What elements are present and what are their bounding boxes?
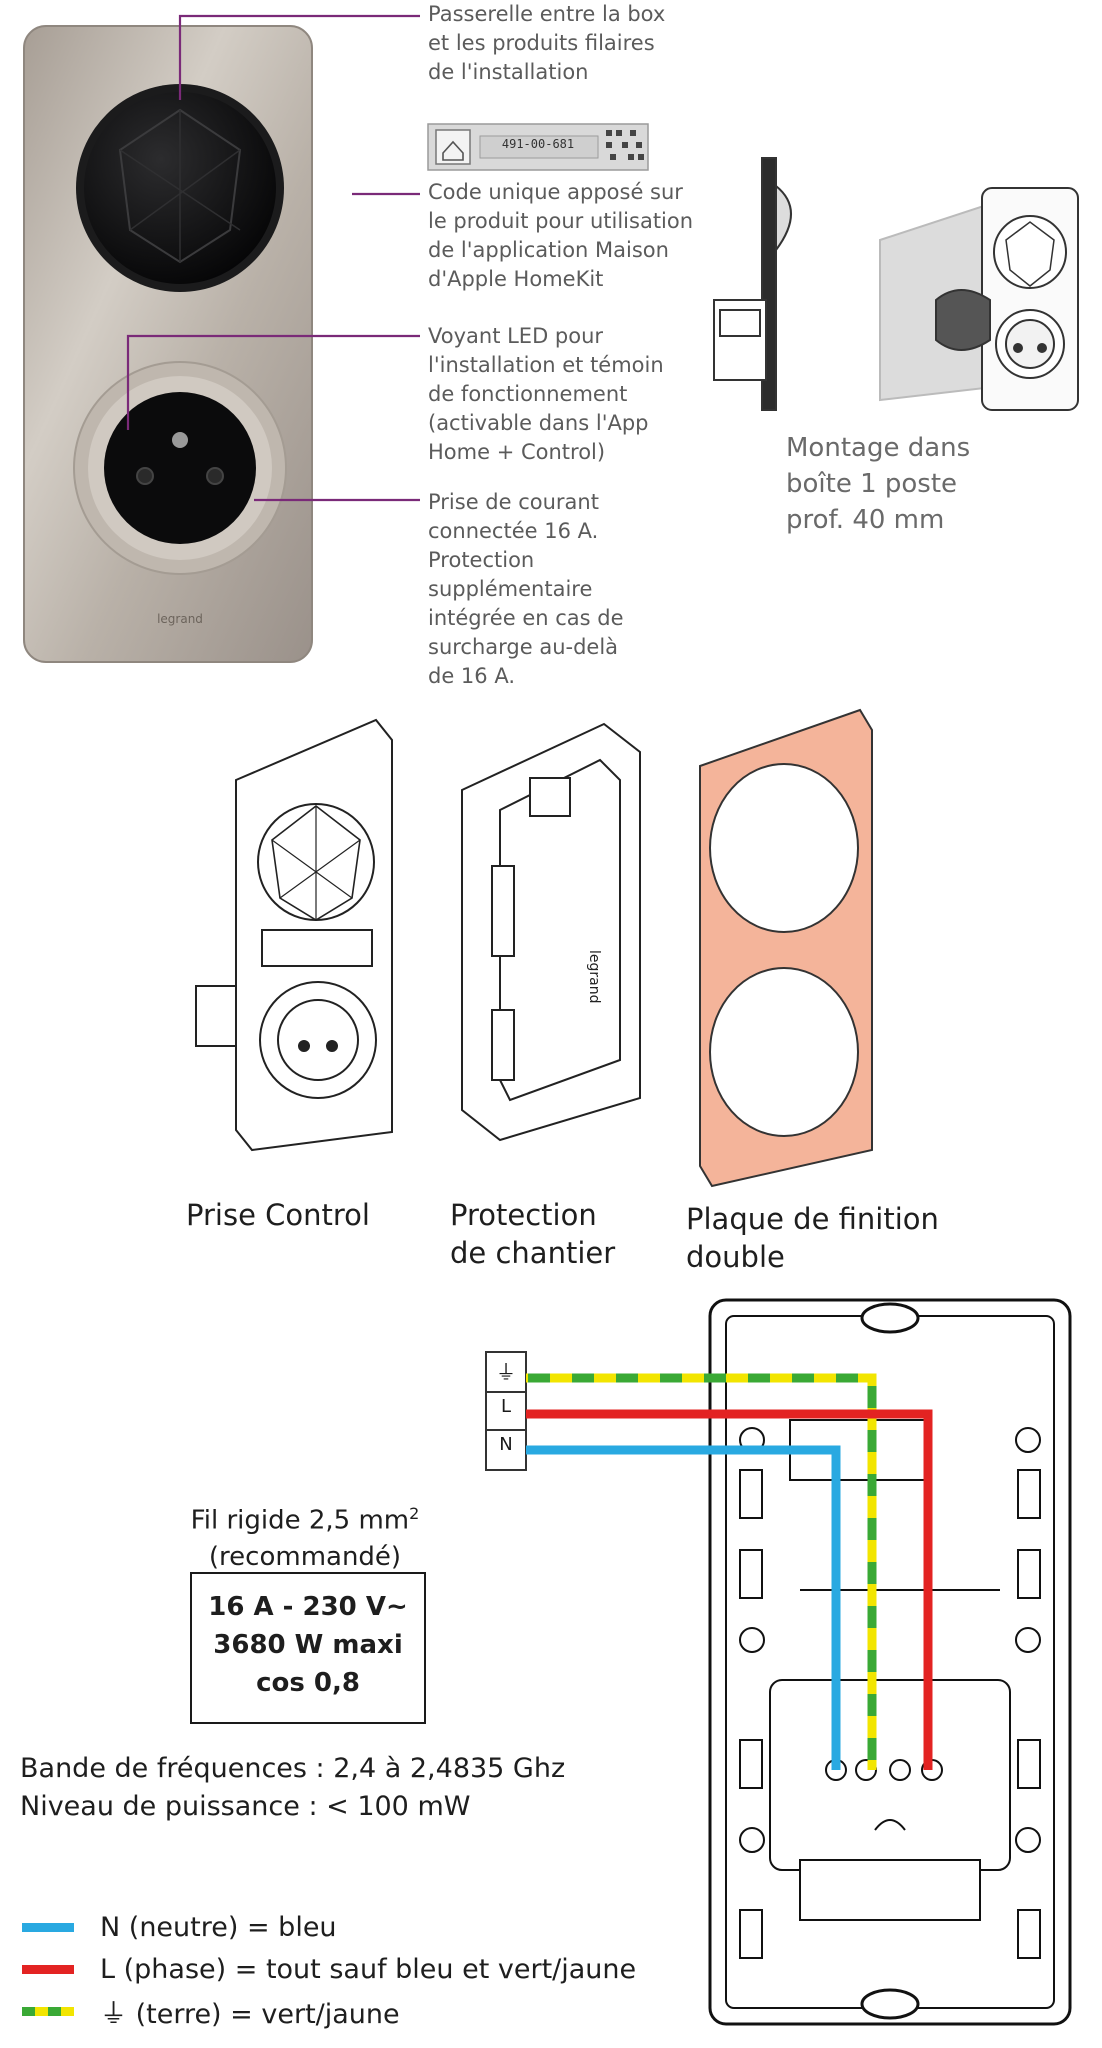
callout-led: Voyant LED pour l'installation et témoin… — [428, 324, 664, 464]
spec-power: 3680 W maxi — [213, 1630, 403, 1660]
legend-phase: L (phase) = tout sauf bleu et vert/jaune — [22, 1952, 636, 1986]
electrical-spec-box: 16 A - 230 V~ 3680 W maxi cos 0,8 — [190, 1572, 426, 1724]
device-wiring-back — [708, 1298, 1072, 2026]
spec-current-voltage: 16 A - 230 V~ — [208, 1592, 408, 1622]
wire-spec-note: (recommandé) — [208, 1541, 402, 1572]
component-protection-chantier: legrand — [461, 722, 641, 1142]
callout-leaders — [126, 14, 420, 502]
terminal-earth: ⏚ — [496, 1360, 516, 1384]
label-plaque-finition: Plaque de finition double — [686, 1202, 939, 1274]
wire-phase — [526, 1409, 933, 1770]
legend-neutral: N (neutre) = bleu — [22, 1910, 337, 1944]
component-prise-control — [195, 718, 393, 1152]
legend-phase-text: L (phase) = tout sauf bleu et vert/jaune — [100, 1953, 637, 1985]
brand-logo-text: legrand — [157, 612, 203, 626]
wire-neutral — [526, 1445, 841, 1770]
spec-cos: cos 0,8 — [256, 1668, 360, 1698]
component-plaque-finition — [699, 708, 873, 1188]
radio-power: Niveau de puissance : < 100 mW — [20, 1791, 471, 1822]
terminal-phase: L — [500, 1396, 512, 1417]
callout-socket: Prise de courant connectée 16 A. Protect… — [428, 490, 624, 688]
legend-swatch-blue — [22, 1922, 74, 1932]
label-prise-control: Prise Control — [186, 1198, 370, 1232]
legend-earth: ⏚ (terre) = vert/jaune — [22, 1994, 400, 2030]
legend-swatch-green-yellow — [22, 2006, 74, 2016]
product-photo — [23, 25, 313, 663]
radio-frequency: Bande de fréquences : 2,4 à 2,4835 Ghz — [20, 1753, 566, 1784]
homekit-code-label — [427, 123, 649, 171]
callout-gateway: Passerelle entre la box et les produits … — [428, 2, 666, 84]
legend-swatch-red — [22, 1964, 74, 1974]
homekit-code-value: 491-00-681 — [501, 137, 575, 151]
callout-homekit-code: Code unique apposé sur le produit pour u… — [428, 180, 694, 291]
svg-text:legrand: legrand — [586, 950, 602, 1003]
legend-earth-text: ⏚ (terre) = vert/jaune — [100, 1998, 400, 2030]
label-protection-chantier: Protection de chantier — [450, 1198, 616, 1270]
wire-spec: Fil rigide 2,5 mm2 (recommandé) — [160, 1496, 450, 1575]
montage-note: Montage dans boîte 1 poste prof. 40 mm — [786, 433, 971, 535]
wire-spec-superscript: 2 — [409, 1504, 420, 1523]
mounting-illustration — [713, 157, 1079, 411]
terminal-neutral: N — [499, 1434, 513, 1455]
wire-spec-title: Fil rigide 2,5 mm — [190, 1505, 410, 1536]
legend-neutral-text: N (neutre) = bleu — [100, 1911, 337, 1943]
wires — [526, 1373, 933, 1770]
